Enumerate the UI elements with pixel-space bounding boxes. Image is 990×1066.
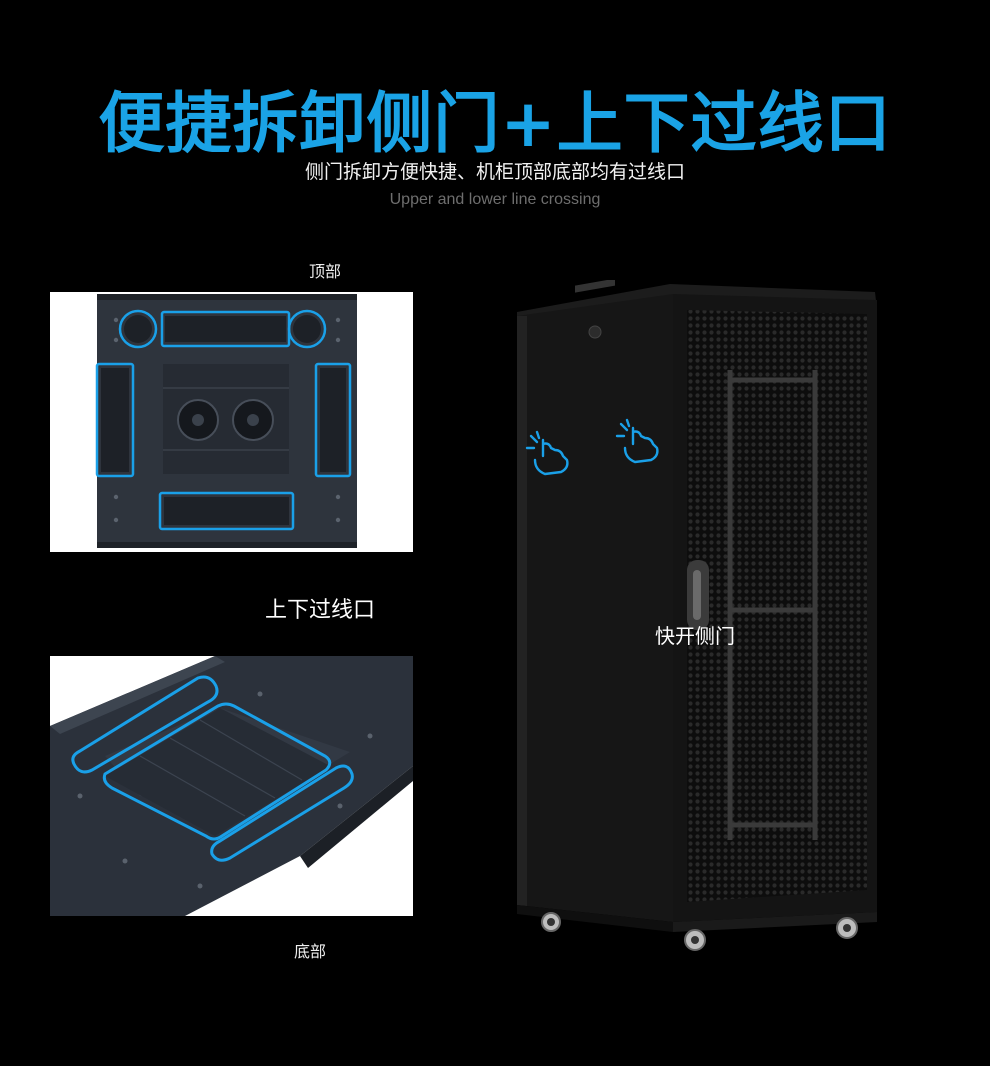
server-cabinet-image xyxy=(505,280,890,960)
english-caption: Upper and lower line crossing xyxy=(389,191,601,208)
side-door-label: 快开侧门 xyxy=(655,624,735,648)
top-view-photo xyxy=(50,292,413,552)
cable-port-label: 上下过线口 xyxy=(264,598,375,623)
top-label: 顶部 xyxy=(308,262,341,281)
bottom-view-photo xyxy=(50,656,413,916)
bottom-label: 底部 xyxy=(293,942,326,961)
hand-pointer-icon xyxy=(525,430,569,476)
headline-subtitle: 侧门拆卸方便快捷、机柜顶部底部均有过线口 xyxy=(304,161,685,183)
headline-title: 便捷拆卸侧门+上下过线口 xyxy=(98,85,892,162)
hand-pointer-icon xyxy=(615,418,659,464)
